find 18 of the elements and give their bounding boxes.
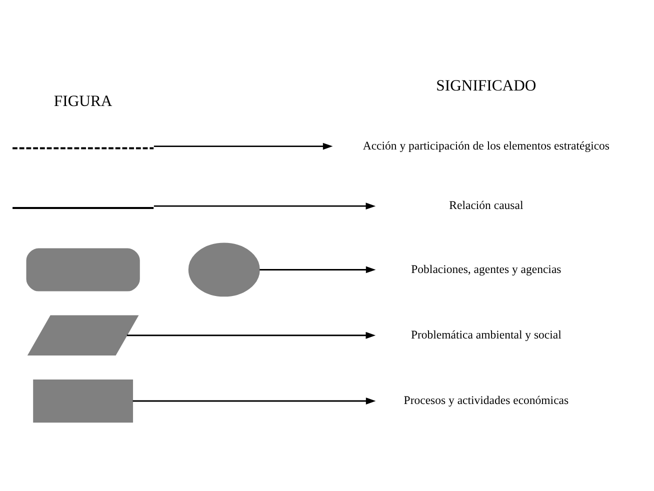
node-text: Procesos y actividades económicas (404, 394, 569, 408)
arrow (260, 266, 376, 274)
node-parallelogram (27, 315, 139, 356)
label: SIGNIFICADO (436, 77, 536, 94)
arrow (126, 332, 376, 339)
node-line (12, 207, 154, 209)
arrow (132, 398, 376, 404)
arrow (154, 142, 333, 150)
label: FIGURA (54, 92, 112, 110)
node-text: Acción y participación de los elementos estratégicos (362, 139, 610, 152)
node-rounded (26, 248, 140, 292)
node-circle (188, 242, 260, 297)
arrow (154, 202, 376, 210)
node-box (33, 379, 134, 423)
node-text: Problemática ambiental y social (410, 328, 562, 342)
node-text: Relación causal (449, 199, 524, 212)
node-dashed (12, 147, 154, 150)
node-text: Poblaciones, agentes y agencias (411, 262, 562, 276)
